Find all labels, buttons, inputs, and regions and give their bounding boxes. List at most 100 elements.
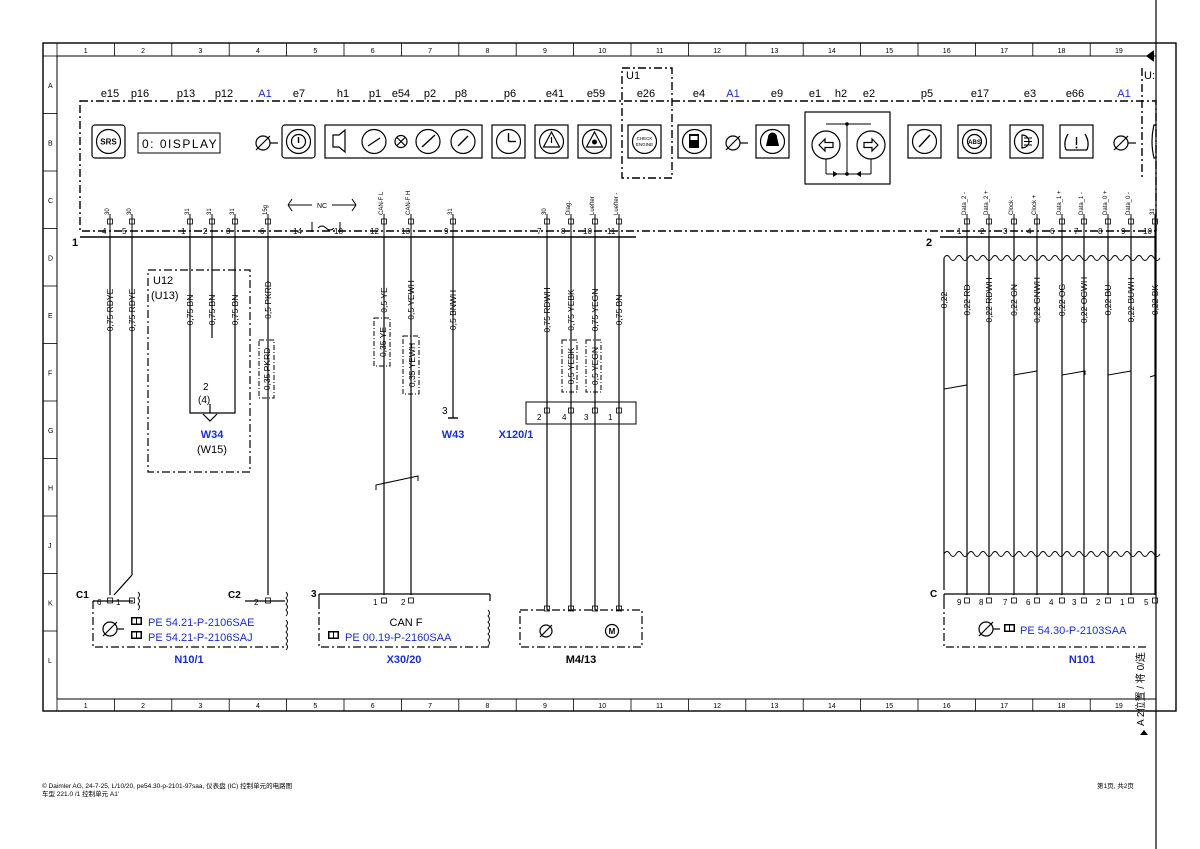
- svg-text:(W15): (W15): [197, 444, 227, 456]
- component-label: e59: [587, 88, 605, 100]
- grid-column-label: 5: [313, 703, 317, 710]
- check-engine-icon: CHECK ENGINE: [627, 124, 662, 159]
- sensor-symbol-icon: [1113, 135, 1136, 151]
- bell-icon: [755, 124, 790, 159]
- pin-signal-label: Data_0 +: [1103, 190, 1109, 215]
- svg-text:CAN F: CAN F: [390, 617, 423, 629]
- footer-model: 车型 221.0 /1 控制单元 A1': [42, 791, 120, 798]
- w43-ground: 3 W43: [442, 406, 465, 441]
- component-label: p1: [369, 88, 381, 100]
- grid-column-label: 3: [199, 48, 203, 55]
- grid-column-label: 14: [828, 703, 836, 710]
- grid-column-label: 9: [543, 48, 547, 55]
- pin-number: 6: [1050, 227, 1055, 236]
- component-label: p8: [455, 88, 467, 100]
- pin-signal-label: Clock +: [1032, 194, 1038, 215]
- n101-label: N101: [1069, 654, 1095, 666]
- pin-signal-label: Data_1 +: [1057, 190, 1063, 215]
- pin-signal-label: 30: [105, 208, 111, 215]
- pin-number: 8: [979, 598, 984, 607]
- component-label: e3: [1024, 88, 1036, 100]
- pin-number: 3: [226, 227, 231, 236]
- component-label: p6: [504, 88, 516, 100]
- warning-lamp-icon: [281, 124, 316, 159]
- wire-label: 0,22 RD: [962, 284, 972, 315]
- pin-signal-label: Clock -: [1009, 196, 1015, 215]
- pin-number: 6: [260, 227, 265, 236]
- grid-row-label: F: [48, 370, 52, 377]
- grid-column-label: 17: [1000, 48, 1008, 55]
- wire-label: 0,35 YE: [378, 327, 388, 357]
- m4-13-fan: M M4/13: [519, 609, 643, 666]
- cluster-icons: SRS 0: 0ISPLAY: [91, 111, 1156, 185]
- grid-column-label: 2: [141, 48, 145, 55]
- grid-column-label: 6: [371, 703, 375, 710]
- clock-icon: [491, 124, 526, 159]
- grid-column-label: 15: [885, 703, 893, 710]
- n10-ref-2[interactable]: PE 54.21-P-2106SAJ: [148, 632, 253, 644]
- x30-ref[interactable]: PE 00.19-P-2160SAA: [345, 632, 452, 644]
- display-icon: 0: 0ISPLAY: [137, 132, 221, 154]
- grid-row-label: B: [48, 140, 53, 147]
- svg-text:3: 3: [442, 406, 448, 417]
- svg-text:CHECK: CHECK: [637, 136, 653, 141]
- pin-signal-label: 31: [230, 208, 236, 215]
- sensor-symbol-icon: [102, 621, 124, 637]
- grid-row-label: H: [48, 485, 53, 492]
- srs-indicator-icon: SRS: [91, 124, 126, 159]
- pin-signal-label: Data_2 +: [984, 190, 990, 215]
- nc-bridge: NC: [287, 198, 357, 232]
- pin-signal-label: 31: [448, 208, 454, 215]
- grid-column-label: 19: [1115, 48, 1123, 55]
- wire-label: 0,22 RDWH: [984, 277, 994, 322]
- grid-frame: 1122334455667788991010111112121313141415…: [42, 42, 1177, 712]
- n101-ref[interactable]: PE 54.30-P-2103SAA: [1020, 625, 1127, 637]
- n10-ref-1[interactable]: PE 54.21-P-2106SAE: [148, 617, 254, 629]
- pin-number: 9: [444, 227, 449, 236]
- wire-label: 0,35 PKRD: [262, 348, 272, 391]
- pin-number: 6: [1026, 598, 1031, 607]
- wire-label: 0,75 RDYE: [105, 288, 115, 331]
- grid-column-label: 12: [713, 48, 721, 55]
- x120-connector: X120/1: [499, 401, 637, 441]
- grid-row-label: K: [48, 600, 53, 607]
- svg-text:(U13): (U13): [151, 290, 179, 302]
- component-label: e7: [293, 88, 305, 100]
- grid-column-label: 13: [771, 703, 779, 710]
- grid-column-label: 8: [486, 703, 490, 710]
- grid-column-label: 19: [1115, 703, 1123, 710]
- component-label: e2: [863, 88, 875, 100]
- pin-number: 7: [1074, 227, 1079, 236]
- pin-number: 10: [1143, 227, 1152, 236]
- grid-column-label: 15: [885, 48, 893, 55]
- wire-label: 0,5 YEGN: [590, 347, 600, 385]
- grid-column-label: 11: [656, 703, 663, 710]
- grid-row-label: J: [48, 543, 52, 550]
- wire-label: 0,75 RDYE: [127, 288, 137, 331]
- svg-text:SRS: SRS: [100, 138, 117, 147]
- grid-column-label: 18: [1058, 48, 1066, 55]
- pin-number: 1: [1120, 598, 1125, 607]
- pin-number: 1: [608, 413, 613, 422]
- pin-signal-label: Data_2 -: [962, 192, 968, 215]
- grid-column-label: 18: [1058, 703, 1066, 710]
- component-label: p2: [424, 88, 436, 100]
- x30-20-connector: 3 1 2 CAN F PE 00.19-P-2160SAA X30/20: [311, 589, 491, 666]
- triangle-warning-icon: [577, 124, 612, 159]
- pin-number: 2: [537, 413, 542, 422]
- pin-number: 2: [980, 227, 985, 236]
- pin-number: 7: [537, 227, 542, 236]
- gauge-group-icon: [324, 124, 483, 159]
- pin-signal-label: 15g: [263, 205, 269, 215]
- turn-signal-icon: [804, 111, 891, 185]
- svg-text:NC: NC: [317, 203, 327, 210]
- svg-text:ABS: ABS: [968, 140, 981, 146]
- grid-column-label: 10: [598, 703, 606, 710]
- svg-text:3: 3: [311, 589, 317, 600]
- pin-number: 9: [957, 598, 962, 607]
- pin-number: 4: [102, 227, 107, 236]
- pin-number: 1: [181, 227, 186, 236]
- footer-page-number: 第1页, 共2页: [1097, 783, 1134, 790]
